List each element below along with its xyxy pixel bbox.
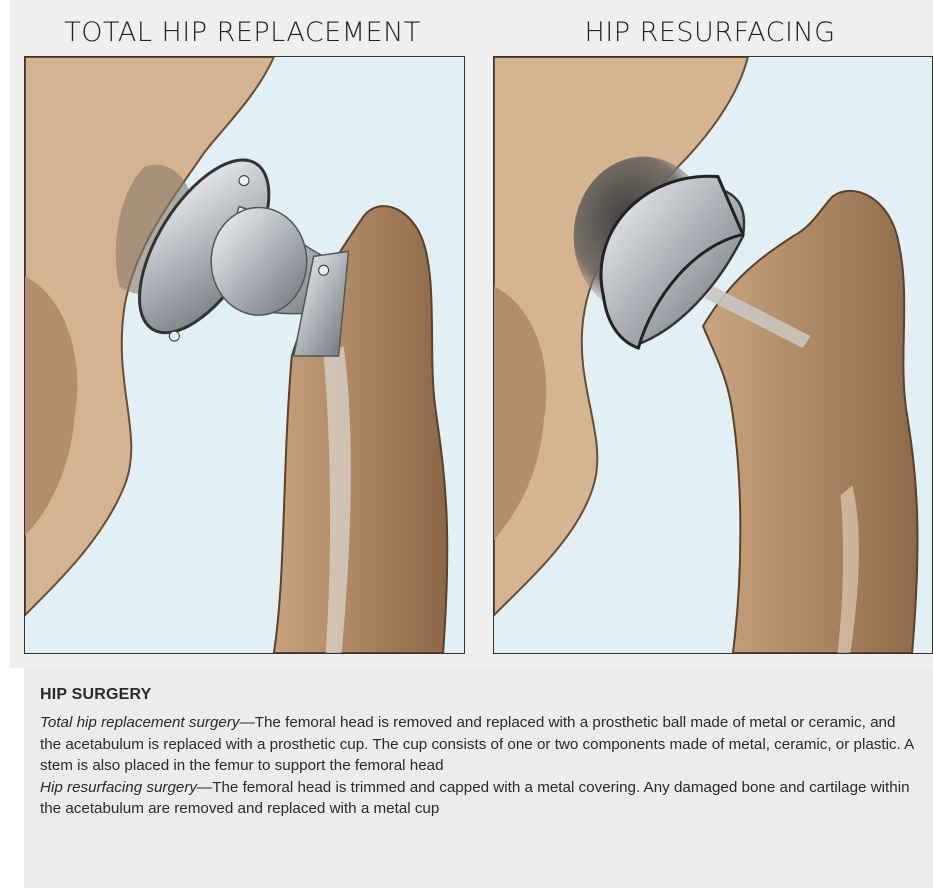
right-panel-title: HIP RESURFACING — [490, 10, 930, 56]
total-hip-term: Total hip replacement surgery — [40, 714, 240, 731]
caption-heading: HIP SURGERY — [40, 686, 917, 704]
left-panel-title: TOTAL HIP REPLACEMENT — [20, 10, 465, 56]
total-hip-description: Total hip replacement surgery—The femora… — [40, 712, 917, 777]
screw-3 — [319, 265, 329, 275]
total-hip-replacement-illustration — [24, 56, 465, 654]
screw-2 — [169, 331, 179, 341]
hip-resurfacing-illustration — [493, 56, 933, 654]
prosthetic-ball — [211, 207, 307, 315]
femur-bone — [703, 191, 917, 653]
caption-box: HIP SURGERY Total hip replacement surger… — [24, 668, 933, 888]
resurfacing-description: Hip resurfacing surgery—The femoral head… — [40, 777, 917, 820]
screw-1 — [239, 176, 249, 186]
resurfacing-term: Hip resurfacing surgery — [40, 779, 197, 796]
